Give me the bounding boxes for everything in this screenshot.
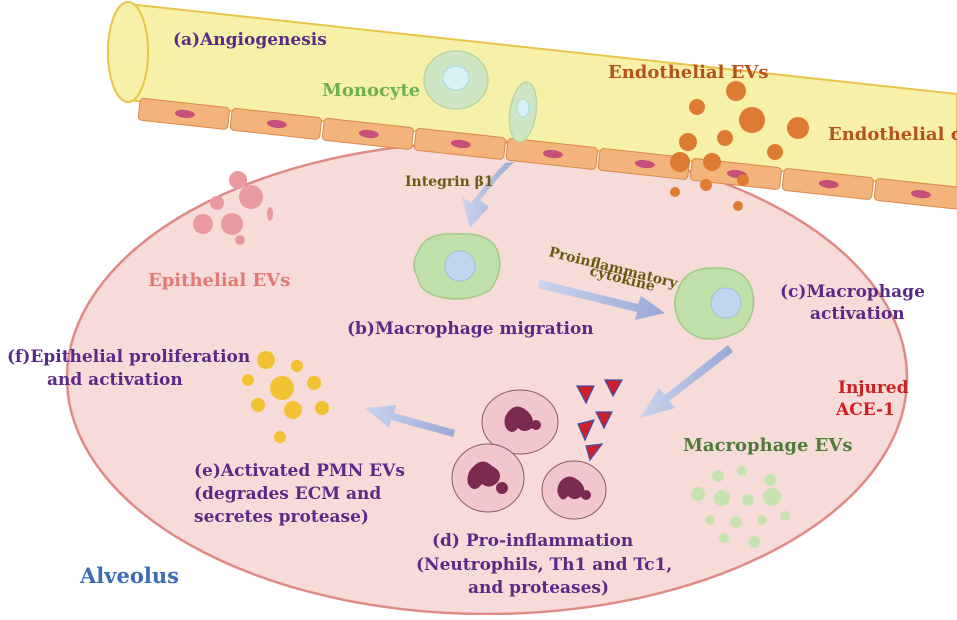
endothelial-cell bbox=[321, 117, 414, 150]
label-angiogenesis: (a)Angiogenesis bbox=[173, 30, 327, 50]
label-epithelial-prolif-1: (f)Epithelial proliferation bbox=[7, 347, 250, 367]
label-macrophage-activation-2: activation bbox=[810, 304, 905, 324]
macrophage-activated-cell bbox=[674, 267, 755, 340]
label-injured: Injured bbox=[838, 378, 909, 398]
macrophage-migration-cell bbox=[413, 233, 501, 300]
endothelial-cell bbox=[229, 107, 322, 140]
endothelial-cell bbox=[505, 138, 598, 170]
endothelial-cell-layer bbox=[137, 97, 957, 210]
arrow-integrin-to-macrophage bbox=[462, 162, 514, 228]
label-pro-inflammation-2: (Neutrophils, Th1 and Tc1, bbox=[416, 555, 672, 575]
label-macrophage-migration: (b)Macrophage migration bbox=[347, 319, 594, 339]
arrow-activation-to-inflammation bbox=[640, 345, 733, 418]
label-pmn-1: (e)Activated PMN EVs bbox=[194, 461, 405, 481]
epithelial-evs-cluster bbox=[193, 171, 273, 245]
endothelial-cell bbox=[873, 178, 957, 210]
protease-triangles bbox=[576, 379, 624, 462]
neutrophil-cell bbox=[481, 389, 559, 455]
arrow-to-epithelial bbox=[365, 405, 455, 437]
monocyte-cell bbox=[423, 50, 489, 110]
label-endothelial-cell: Endothelial cell bbox=[828, 124, 957, 145]
pmn-evs-cluster bbox=[242, 351, 329, 443]
endothelial-cell bbox=[781, 168, 874, 200]
label-pmn-2: (degrades ECM and bbox=[194, 484, 381, 504]
label-epithelial-evs: Epithelial EVs bbox=[148, 270, 290, 291]
macrophage-evs-cluster bbox=[691, 466, 790, 548]
label-pmn-3: secretes protease) bbox=[194, 507, 369, 527]
label-pro-inflammation-3: and proteases) bbox=[468, 578, 609, 598]
endothelial-cell bbox=[597, 148, 690, 180]
blood-vessel bbox=[107, 1, 957, 192]
label-macrophage-evs: Macrophage EVs bbox=[683, 435, 853, 456]
monocyte-cell-migrating bbox=[508, 81, 538, 143]
endothelial-cell bbox=[413, 127, 506, 160]
label-macrophage-activation-1: (c)Macrophage bbox=[780, 282, 925, 302]
neutrophil-cell bbox=[451, 443, 525, 513]
arrow-cytokine bbox=[538, 280, 665, 320]
endothelial-evs-cluster bbox=[670, 81, 809, 211]
label-pro-inflammation-1: (d) Pro-inflammation bbox=[432, 531, 633, 551]
label-integrin: Integrin β1 bbox=[405, 174, 494, 190]
label-monocyte: Monocyte bbox=[322, 80, 420, 101]
label-alveolus: Alveolus bbox=[79, 563, 179, 588]
label-endothelial-evs: Endothelial EVs bbox=[608, 62, 769, 83]
endothelial-cell bbox=[137, 97, 230, 130]
label-epithelial-prolif-2: and activation bbox=[47, 370, 183, 390]
neutrophil-cell bbox=[541, 460, 607, 520]
label-ace1: ACE-1 bbox=[835, 400, 895, 420]
